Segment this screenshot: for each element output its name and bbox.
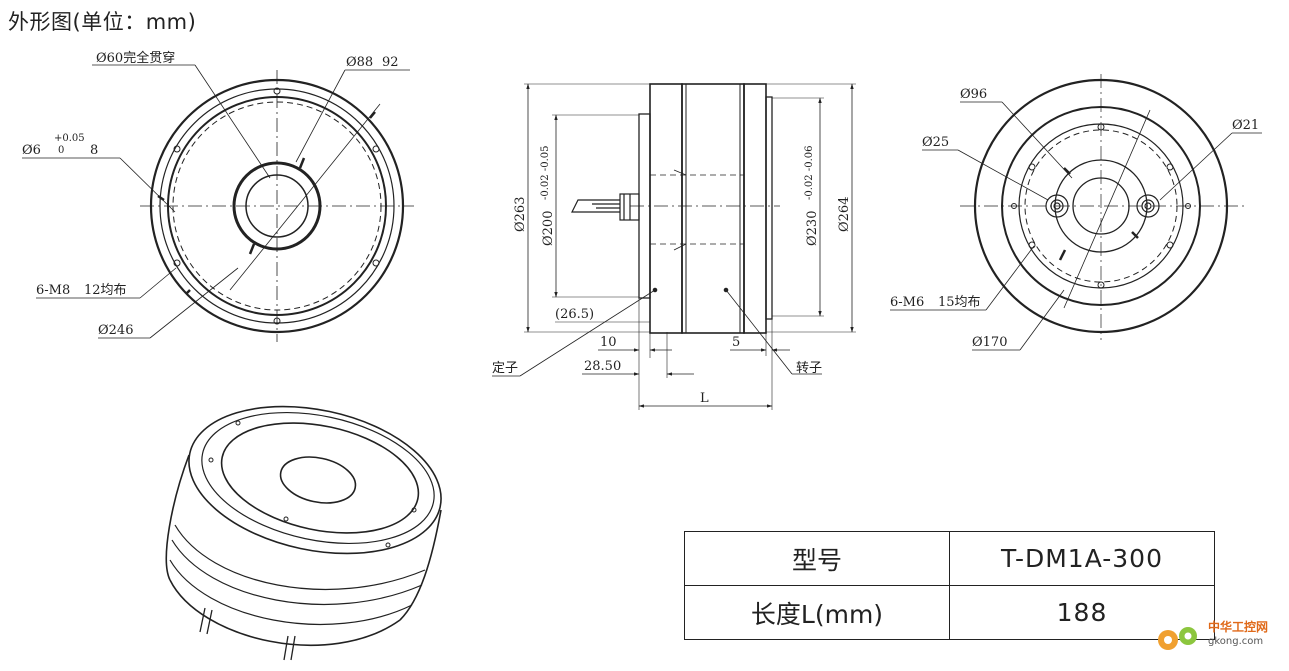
connector-left [1045,194,1069,218]
bolt-holes-front [173,87,380,325]
side-view-labels: Ø263 Ø200 -0.02 -0.05 Ø230 -0.02 -0.06 Ø… [492,146,852,406]
label-d88: Ø88 [346,55,373,70]
label-stator: 定子 [492,361,518,376]
table-cell-model-key: 型号 [684,531,950,586]
label-d6-tol-lower: 0 [58,145,64,156]
label-d60: Ø60完全贯穿 [96,50,175,66]
back-view [890,74,1262,351]
label-d263: Ø263 [513,197,528,232]
connector-right [1136,194,1160,218]
label-m6: 6-M6 [890,295,924,310]
label-l5: 5 [732,335,740,350]
label-d25: Ø25 [922,135,949,150]
isometric-view [165,405,442,661]
label-m6-spec: 15均布 [938,295,981,310]
label-l28: 28.50 [584,359,621,374]
label-d246: Ø246 [98,323,133,338]
label-d230: Ø230 [805,211,820,246]
watermark-text-url: gkong.com [1208,636,1264,647]
front-view-labels: Ø60完全贯穿 Ø88 92 Ø6 +0.05 0 8 6-M8 12均布 Ø2… [22,50,399,338]
back-view-labels: Ø96 Ø21 Ø25 6-M6 15均布 Ø170 [890,87,1259,350]
label-d88-depth: 92 [382,55,399,70]
table-row: 型号 T-DM1A-300 [684,531,1215,586]
label-d170: Ø170 [972,335,1007,350]
table-cell-length-value: 188 [949,585,1215,640]
bolt-holes-back [1028,123,1174,289]
label-d264: Ø264 [837,197,852,232]
label-l10: 10 [600,335,617,350]
label-d6-depth: 8 [90,143,98,158]
label-m8-spec: 12均布 [84,283,127,298]
watermark: 中华工控网 gkong.com [1152,614,1284,658]
label-d200-tol: -0.02 -0.05 [540,146,551,200]
watermark-text-cn: 中华工控网 [1208,620,1269,634]
label-d21: Ø21 [1232,118,1259,133]
spec-table: 型号 T-DM1A-300 长度L(mm) 188 [684,531,1215,640]
label-d6: Ø6 [22,143,41,158]
label-d96: Ø96 [960,87,987,102]
label-d230-tol: -0.02 -0.06 [804,146,815,200]
page-title: 外形图(单位：mm) [8,10,197,34]
label-d200: Ø200 [541,211,556,246]
label-rotor: 转子 [796,361,822,376]
label-m8: 6-M8 [36,283,70,298]
front-view [22,64,414,342]
table-cell-model-value: T-DM1A-300 [949,531,1215,586]
label-length-L: L [700,391,709,406]
cable-connector [571,193,640,221]
label-d6-tol-upper: +0.05 [54,133,85,144]
table-cell-length-key: 长度L(mm) [684,585,950,640]
table-row: 长度L(mm) 188 [684,585,1215,640]
side-view [492,83,856,410]
gear-logo-icon [1158,627,1197,650]
label-d265: (26.5) [555,307,594,322]
